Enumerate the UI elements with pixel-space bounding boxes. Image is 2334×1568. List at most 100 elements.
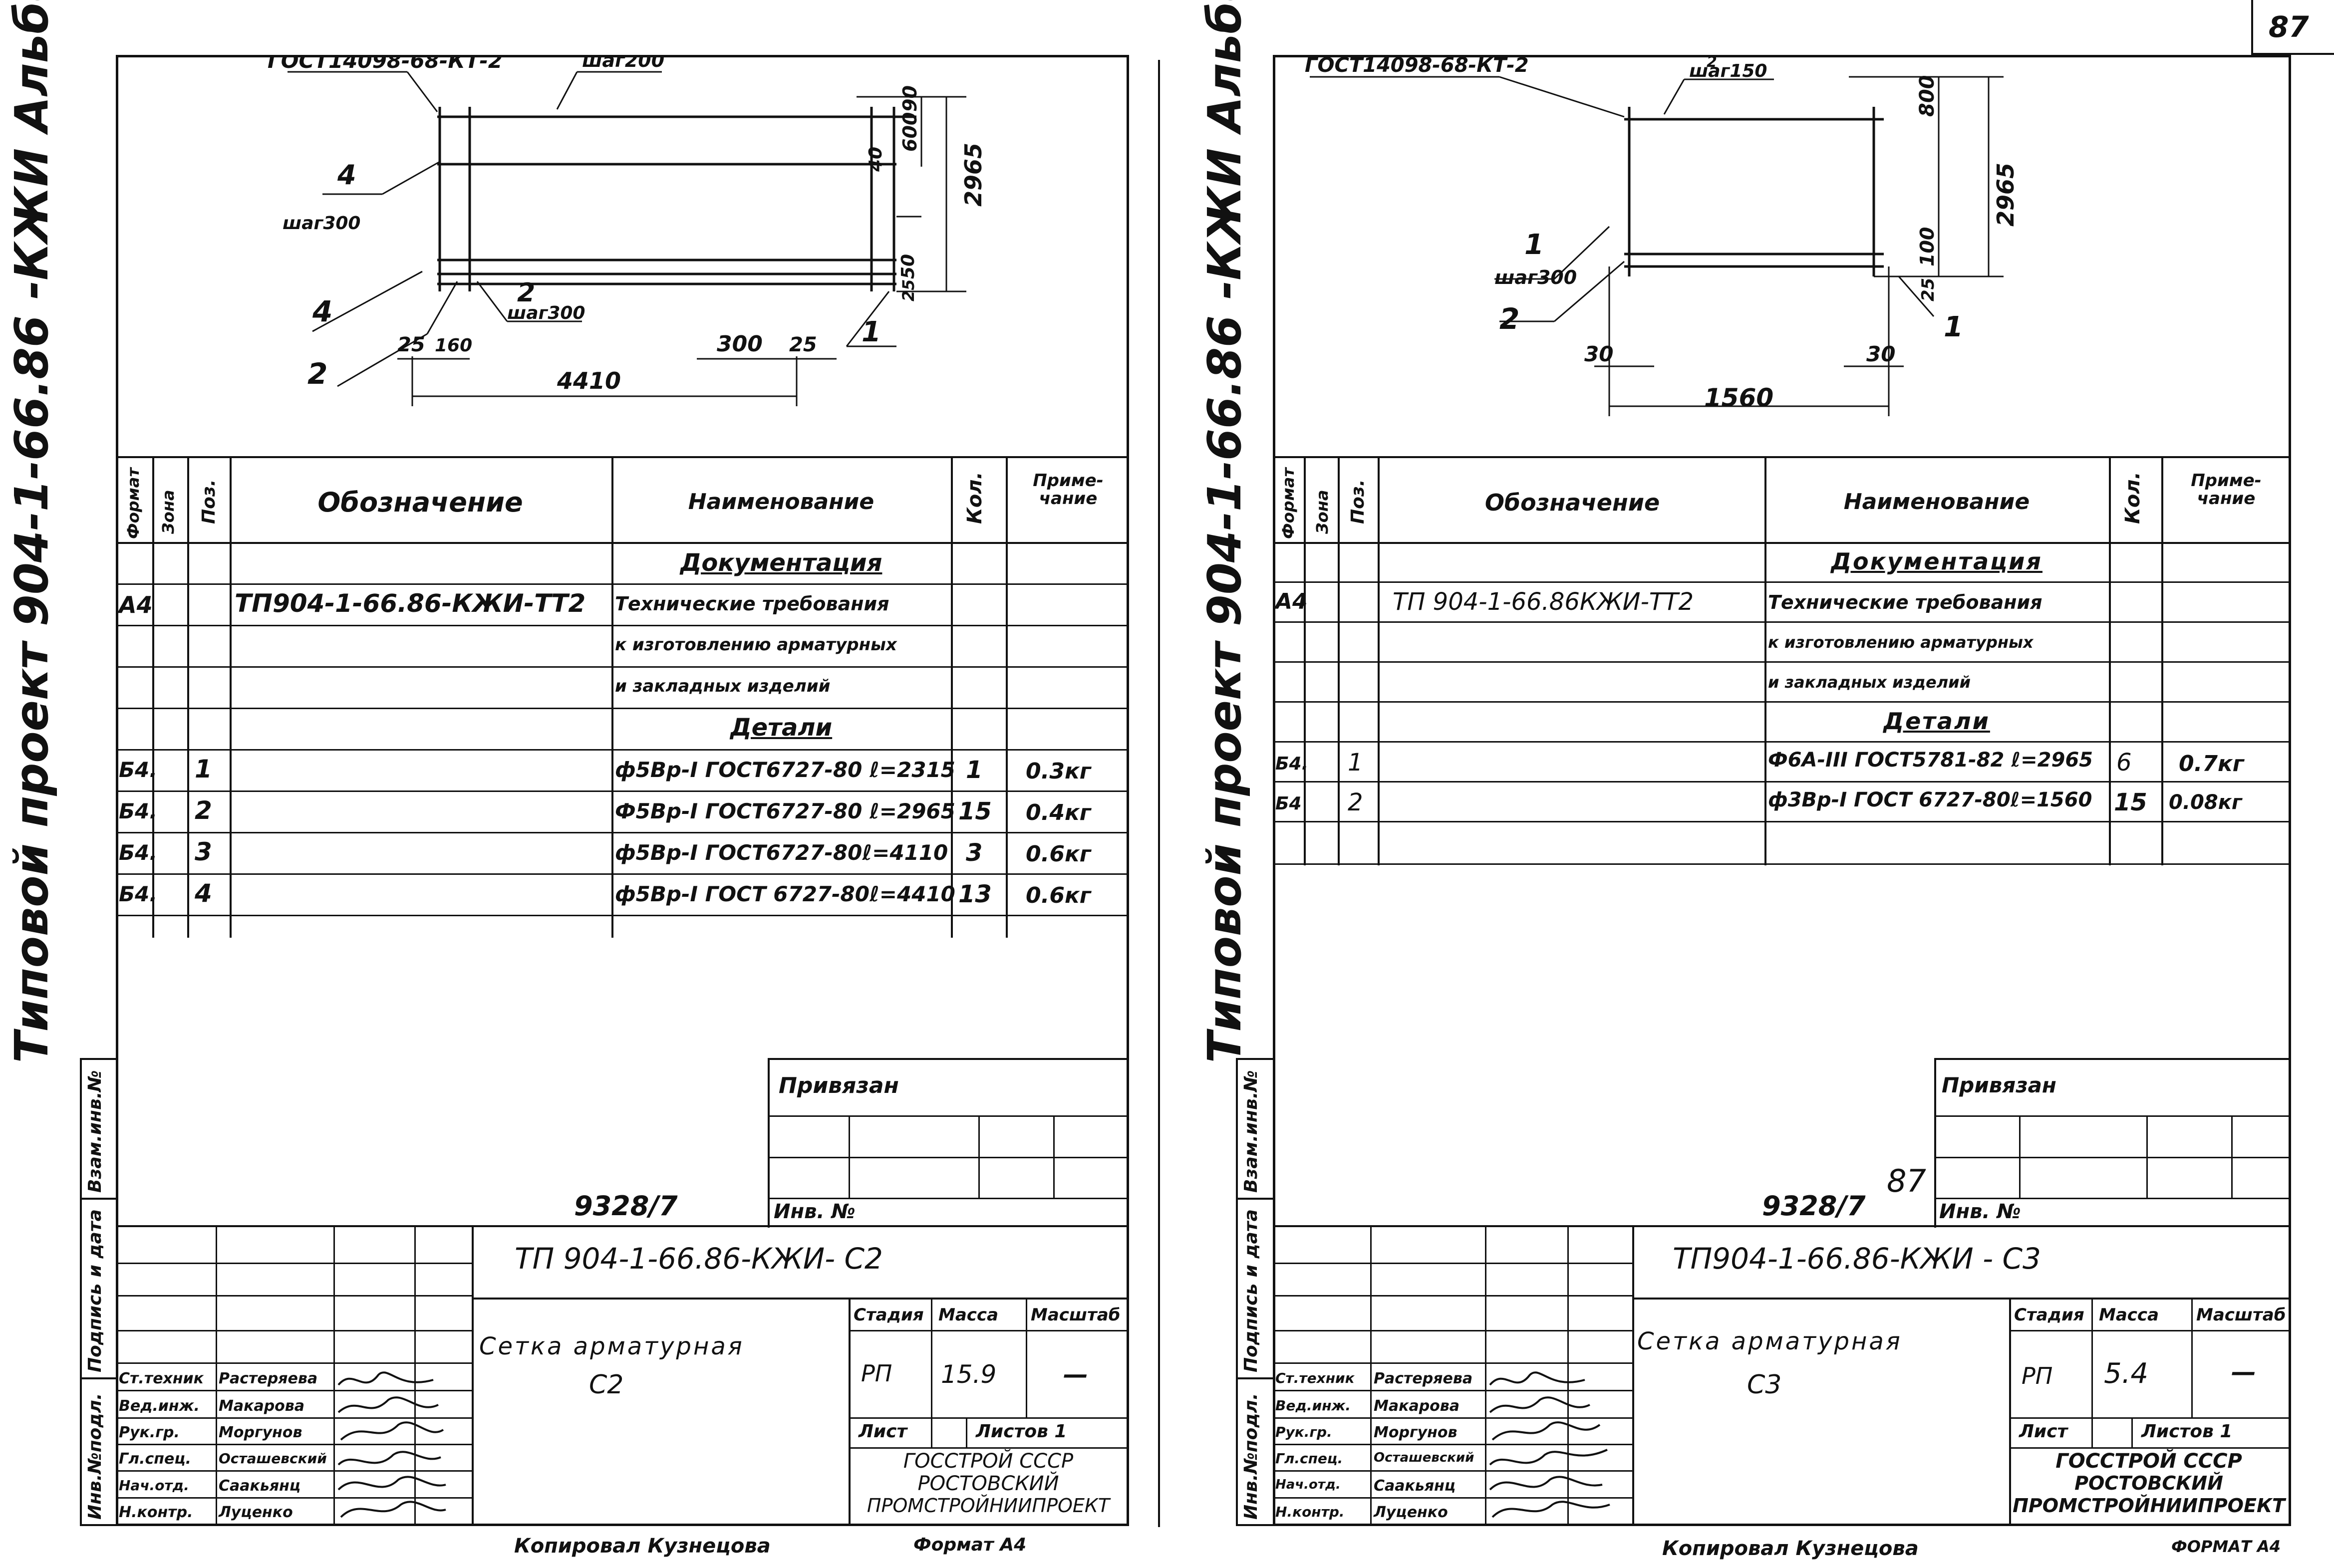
right-frame bbox=[1273, 55, 2291, 1526]
left-stamp-line bbox=[80, 1058, 118, 1060]
left-tb-line bbox=[849, 1330, 1129, 1331]
left-table-header-line bbox=[116, 542, 1129, 544]
left-bind-col bbox=[1053, 1115, 1055, 1198]
left-r8-pos: 4 bbox=[195, 879, 212, 908]
right-signatures bbox=[1489, 1371, 1610, 1518]
right-dim-30b: 30 bbox=[1866, 342, 1895, 366]
left-r5-qty: 1 bbox=[966, 756, 983, 784]
right-doc-code: ТП904-1-66.86-КЖИ - С3 bbox=[1673, 1242, 2041, 1276]
right-staff-line bbox=[1273, 1295, 1632, 1297]
left-pos1-label: 1 bbox=[862, 316, 881, 348]
right-table-row-line bbox=[1273, 661, 2291, 663]
left-table-col bbox=[1006, 456, 1008, 938]
right-bind-line bbox=[1934, 1058, 2291, 1060]
right-table-row-line bbox=[1273, 621, 2291, 623]
right-h-format: Формат bbox=[1279, 468, 1298, 539]
left-table-row-line bbox=[116, 790, 1129, 792]
right-stage-label: Стадия bbox=[2014, 1305, 2084, 1325]
right-bind-line bbox=[1934, 1198, 2291, 1199]
right-step-top: шаг150 bbox=[1689, 61, 1767, 81]
right-staff-role-2: Рук.гр. bbox=[1275, 1424, 1332, 1440]
left-org-1: ГОССТРОЙ СССР bbox=[903, 1450, 1074, 1473]
right-tb-col bbox=[2131, 1417, 2133, 1447]
right-tb-line bbox=[2009, 1330, 2291, 1331]
left-staff-role-4: Нач.отд. bbox=[119, 1477, 189, 1494]
right-r5-pos: 1 bbox=[1348, 749, 1363, 777]
left-r8-name: ф5Вр-I ГОСТ 6727-80ℓ=4410 bbox=[615, 882, 955, 906]
left-mass-label: Масса bbox=[938, 1305, 999, 1325]
right-gost-label: ГОСТ14098-68-КТ-2 bbox=[1305, 57, 1529, 77]
left-tb-col bbox=[849, 1298, 851, 1526]
right-r6-name: ф3Вр-I ГОСТ 6727-80ℓ=1560 bbox=[1768, 788, 2092, 811]
left-step4: шаг300 bbox=[283, 213, 360, 234]
left-table-row-line bbox=[116, 749, 1129, 751]
right-staff-line bbox=[1273, 1330, 1632, 1331]
right-titleblock-top bbox=[1273, 1225, 2291, 1227]
right-r6-qty: 15 bbox=[2114, 788, 2147, 816]
left-album-ref: 9328/7 bbox=[574, 1190, 678, 1222]
left-staff-line bbox=[116, 1470, 472, 1472]
left-r5-format: Б4. bbox=[119, 758, 158, 782]
left-stamp-label-2: Подпись и дата bbox=[85, 1209, 105, 1372]
right-org-2: РОСТОВСКИЙ bbox=[2074, 1472, 2223, 1494]
right-h-note: Приме-чание bbox=[2191, 471, 2262, 509]
left-r8-note: 0.6кг bbox=[1026, 883, 1091, 908]
left-dim-90: 90 bbox=[899, 85, 921, 112]
right-staff-col bbox=[1485, 1225, 1486, 1526]
right-stamp-label-2: Подпись и дата bbox=[1241, 1209, 1261, 1372]
right-stamp-line bbox=[1236, 1524, 1275, 1526]
right-r5-name: Ф6А-III ГОСТ5781-82 ℓ=2965 bbox=[1768, 749, 2093, 772]
bottom-copied-left: Копировал Кузнецова bbox=[514, 1535, 771, 1558]
left-staff-line bbox=[116, 1263, 472, 1264]
right-bind-col bbox=[2231, 1115, 2233, 1198]
left-bind-line bbox=[768, 1115, 1129, 1117]
right-h-pos: Поз. bbox=[1348, 479, 1368, 524]
right-staff-name-1: Макарова bbox=[1374, 1397, 1460, 1415]
left-sheets-label: Листов 1 bbox=[976, 1421, 1067, 1442]
right-inv-label: Инв. № bbox=[1939, 1200, 2021, 1223]
right-tb-line bbox=[1632, 1298, 2291, 1300]
right-r6-format: Б4 bbox=[1275, 793, 1302, 814]
left-table-row-line bbox=[116, 915, 1129, 916]
left-r4-name: Детали bbox=[730, 714, 833, 742]
left-pos2b-label: 2 bbox=[517, 278, 535, 308]
left-r7-qty: 3 bbox=[966, 839, 983, 867]
left-staff-role-3: Гл.спец. bbox=[119, 1450, 191, 1468]
left-doc-code: ТП 904-1-66.86-КЖИ- С2 bbox=[515, 1242, 883, 1276]
left-table-row-line bbox=[116, 583, 1129, 585]
left-staff-col bbox=[414, 1225, 416, 1526]
left-table-col bbox=[611, 456, 613, 938]
right-pos1-label: 1 bbox=[1524, 229, 1544, 261]
left-bind-col bbox=[849, 1115, 850, 1198]
right-staff-role-0: Ст.техник bbox=[1275, 1370, 1355, 1386]
right-staff-role-1: Вед.инж. bbox=[1275, 1397, 1351, 1414]
right-h-name: Наименование bbox=[1843, 489, 2030, 515]
left-mass: 15.9 bbox=[941, 1360, 997, 1389]
left-r7-note: 0.6кг bbox=[1026, 841, 1091, 867]
right-table-row-line bbox=[1273, 581, 2291, 583]
right-r3-name: и закладных изделий bbox=[1768, 673, 1971, 692]
left-bind-line bbox=[768, 1157, 1129, 1158]
left-r5-name: ф5Вр-I ГОСТ6727-80 ℓ=2315 bbox=[615, 758, 955, 782]
left-r7-pos: 3 bbox=[195, 837, 212, 866]
right-stamp-label-1: Взам.инв.№ bbox=[1241, 1070, 1261, 1193]
left-table-row-line bbox=[116, 666, 1129, 668]
right-h-designation: Обозначение bbox=[1484, 489, 1660, 516]
left-staff-role-5: Н.контр. bbox=[119, 1504, 193, 1521]
left-staff-role-0: Ст.техник bbox=[119, 1370, 204, 1387]
right-r0-name: Документация bbox=[1831, 548, 2042, 575]
right-title-1: Сетка арматурная bbox=[1637, 1327, 1902, 1355]
right-tb-line bbox=[2009, 1417, 2291, 1419]
left-tb-line bbox=[472, 1298, 1129, 1300]
right-staff-line bbox=[1273, 1444, 1632, 1445]
left-table-top bbox=[116, 456, 1129, 458]
left-r7-format: Б4. bbox=[119, 840, 158, 865]
right-staff-name-0: Растеряева bbox=[1374, 1370, 1473, 1387]
left-staff-role-1: Вед.инж. bbox=[119, 1397, 200, 1415]
right-stage: РП bbox=[2022, 1362, 2053, 1389]
right-h-zone: Зона bbox=[1313, 490, 1332, 534]
right-pos2-label: 2 bbox=[1499, 302, 1519, 336]
right-album-ref: 9328/7 bbox=[1762, 1190, 1866, 1222]
right-sheet-label: Лист bbox=[2019, 1421, 2068, 1442]
left-h-qty: Кол. bbox=[963, 472, 986, 524]
